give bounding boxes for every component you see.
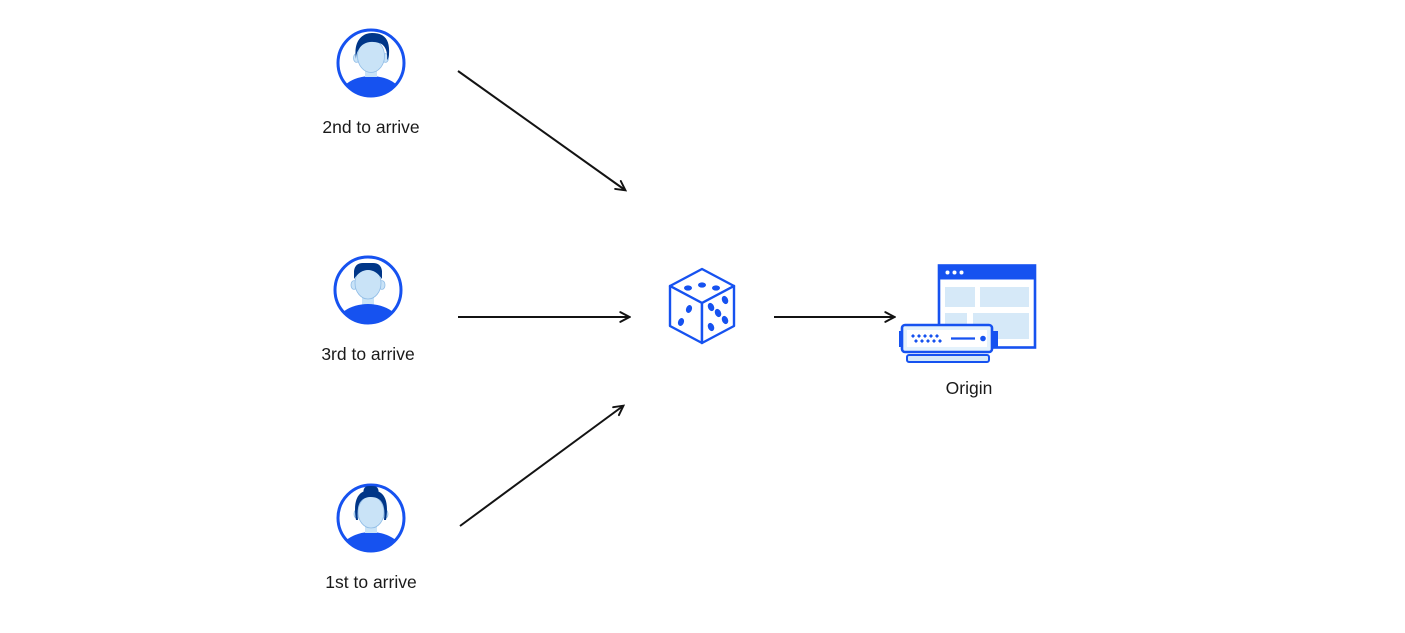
visitor-3rd-label: 3rd to arrive <box>321 344 415 364</box>
dice-icon <box>668 267 736 345</box>
node-visitor-2nd: 2nd to arrive <box>306 27 436 138</box>
arrow-visitor-2nd-to-dice <box>457 70 625 190</box>
avatar-woman-bun-icon <box>336 483 406 553</box>
server-box-icon <box>899 323 998 363</box>
node-visitor-3rd: 3rd to arrive <box>303 254 433 365</box>
node-origin: Origin <box>899 264 1039 399</box>
arrow-visitor-1st-to-dice <box>459 406 623 527</box>
origin-label: Origin <box>945 378 993 398</box>
visitor-2nd-label: 2nd to arrive <box>322 117 420 137</box>
visitor-1st-label: 1st to arrive <box>325 572 417 592</box>
avatar-man-short-hair-icon <box>333 255 403 325</box>
origin-server-icon <box>899 264 1037 363</box>
node-visitor-1st: 1st to arrive <box>306 482 436 593</box>
node-random-selector <box>668 267 736 345</box>
avatar-man-swept-hair-icon <box>336 28 406 98</box>
